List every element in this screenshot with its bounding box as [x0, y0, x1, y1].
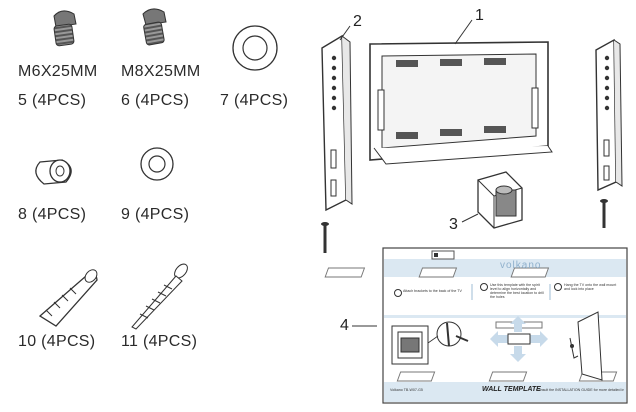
template-step-3-text: Hang the TV onto the wall mount and lock… [564, 283, 617, 291]
wall-anchor-icon [38, 269, 98, 327]
spacer-icon [35, 159, 72, 185]
callout-4: 4 [340, 317, 349, 334]
callout-3: 3 [449, 216, 458, 233]
callout-1: 1 [475, 7, 484, 24]
screw-m8-icon [142, 8, 167, 46]
part-9-qty-label: 9 (4PCS) [121, 206, 190, 223]
template-brand: volkano [500, 260, 542, 271]
right-vertical-arm-icon [595, 38, 623, 228]
washer-small-icon [140, 147, 174, 181]
part-6-qty-label: 6 (4PCS) [121, 92, 190, 109]
part-5-size-label: M6X25MM [18, 63, 98, 80]
wood-screw-icon [131, 263, 188, 330]
screw-m6-icon [53, 10, 77, 47]
part-11-qty-label: 11 (4PCS) [121, 333, 198, 350]
part-5-qty-label: 5 (4PCS) [18, 92, 87, 109]
part-10-qty-label: 10 (4PCS) [18, 333, 96, 350]
left-vertical-arm-icon [321, 34, 353, 253]
template-footer-right: Consult the INSTALLATION GUIDE for more … [536, 388, 624, 392]
part-7-qty-label: 7 (4PCS) [220, 92, 289, 109]
washer-large-icon [232, 25, 278, 71]
template-step-1-text: Attach brackets to the back of the TV [403, 289, 462, 293]
part-8-qty-label: 8 (4PCS) [18, 206, 87, 223]
part-6-size-label: M8X25MM [121, 63, 201, 80]
callout-2: 2 [353, 13, 362, 30]
lock-bracket-icon [477, 171, 523, 229]
wall-plate-icon [369, 41, 553, 165]
template-footer-title: WALL TEMPLATE [482, 386, 541, 393]
template-step-2-text: Use this template with the spirit level … [490, 283, 544, 299]
wall-template-sheet [324, 247, 628, 404]
template-footer-left: Volkano TB-W07-G5 [390, 388, 423, 392]
